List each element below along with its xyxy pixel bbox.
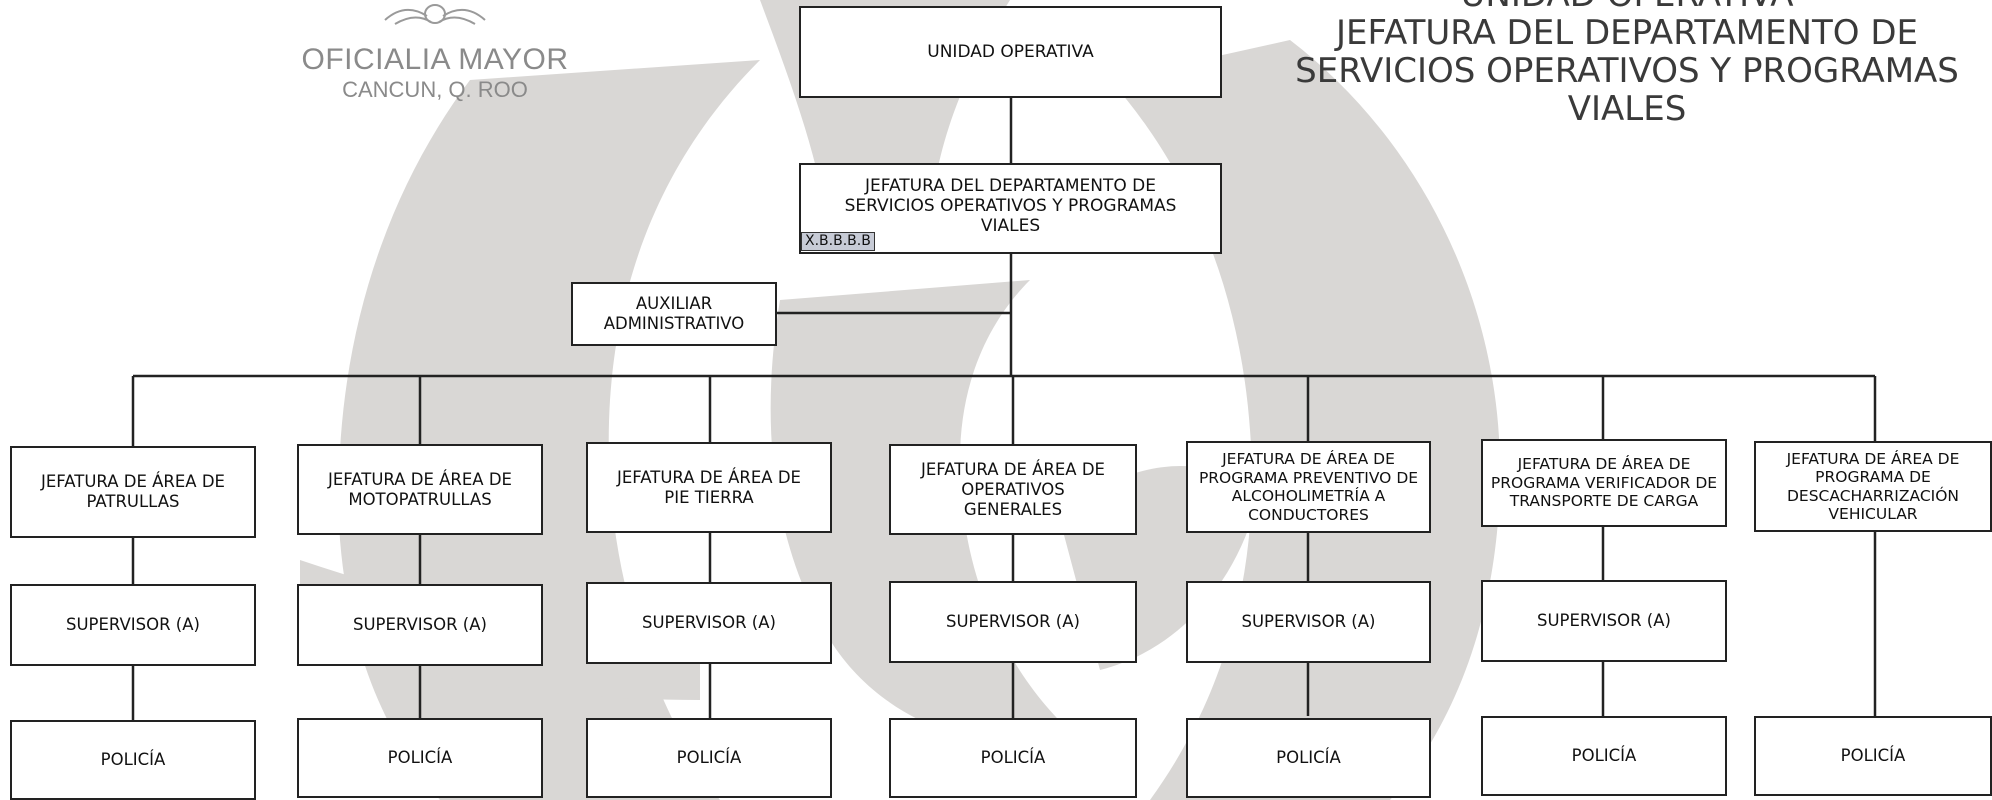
police-alcoholimetria: POLICÍA — [1186, 718, 1431, 798]
supervisor-transporte-carga: SUPERVISOR (A) — [1481, 580, 1727, 662]
supervisor-alcoholimetria: SUPERVISOR (A) — [1186, 581, 1431, 663]
area-head-alcoholimetria: JEFATURA DE ÁREA DE PROGRAMA PREVENTIVO … — [1186, 441, 1431, 533]
area-head-operativos-generales: JEFATURA DE ÁREA DE OPERATIVOS GENERALES — [889, 444, 1137, 535]
area-head-descacharrizacion: JEFATURA DE ÁREA DE PROGRAMA DE DESCACHA… — [1754, 441, 1992, 532]
page-title-unit: UNIDAD OPERATIVA — [1262, 0, 1992, 14]
official-stamp: OFICIALIA MAYOR CANCUN, Q. ROO — [280, 0, 590, 103]
eagle-emblem-icon — [384, 4, 486, 25]
page-title-department: JEFATURA DEL DEPARTAMENTO DE SERVICIOS O… — [1295, 13, 1959, 129]
police-transporte-carga: POLICÍA — [1481, 716, 1727, 796]
supervisor-operativos-generales: SUPERVISOR (A) — [889, 581, 1137, 663]
police-descacharrizacion: POLICÍA — [1754, 716, 1992, 796]
org-assistant: AUXILIAR ADMINISTRATIVO — [571, 282, 777, 346]
org-root-unit: UNIDAD OPERATIVA — [799, 6, 1222, 98]
supervisor-patrullas: SUPERVISOR (A) — [10, 584, 256, 666]
area-head-patrullas: JEFATURA DE ÁREA DE PATRULLAS — [10, 446, 256, 538]
supervisor-motopatrullas: SUPERVISOR (A) — [297, 584, 543, 666]
stamp-line-1: OFICIALIA MAYOR — [301, 43, 569, 76]
area-head-pie-tierra: JEFATURA DE ÁREA DE PIE TIERRA — [586, 442, 832, 533]
stamp-line-2: CANCUN, Q. ROO — [342, 77, 528, 102]
area-head-motopatrullas: JEFATURA DE ÁREA DE MOTOPATRULLAS — [297, 444, 543, 535]
page-title: UNIDAD OPERATIVA JEFATURA DEL DEPARTAMEN… — [1262, 0, 1992, 140]
department-code-badge: X.B.B.B.B — [801, 232, 875, 251]
police-patrullas: POLICÍA — [10, 720, 256, 800]
police-pie-tierra: POLICÍA — [586, 718, 832, 798]
police-motopatrullas: POLICÍA — [297, 718, 543, 798]
supervisor-pie-tierra: SUPERVISOR (A) — [586, 582, 832, 664]
police-operativos-generales: POLICÍA — [889, 718, 1137, 798]
area-head-transporte-carga: JEFATURA DE ÁREA DE PROGRAMA VERIFICADOR… — [1481, 439, 1727, 527]
